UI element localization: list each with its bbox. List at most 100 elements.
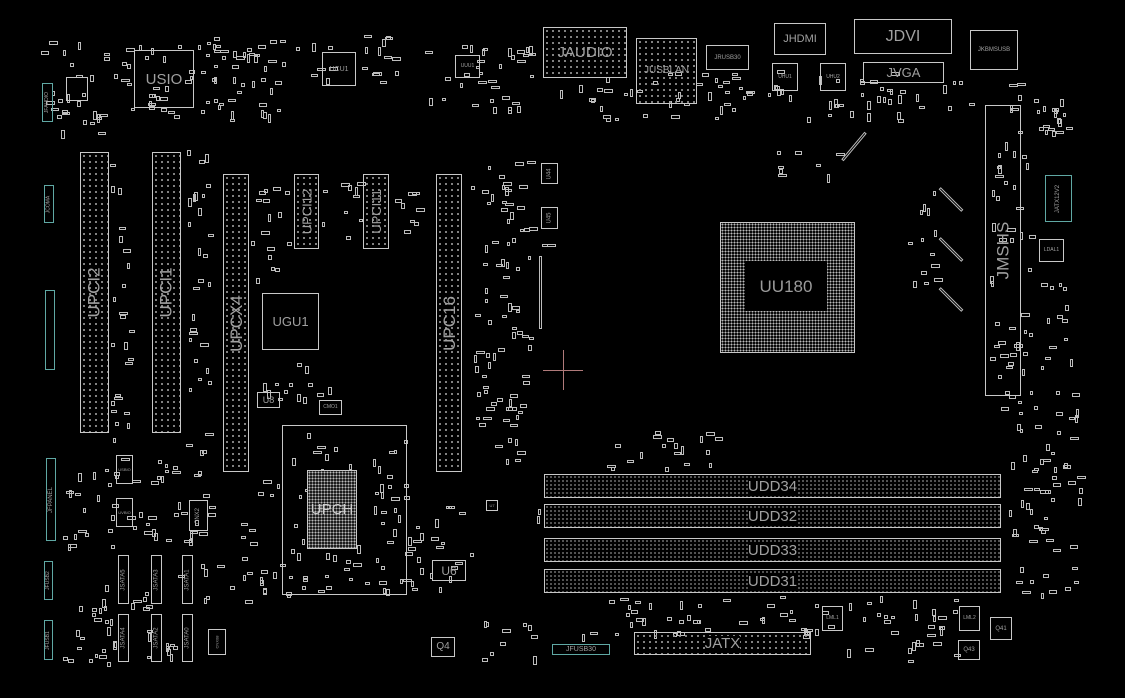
- dimm-slot-udd31[interactable]: UDD31: [544, 569, 1001, 593]
- inductor-lml1[interactable]: LML1: [822, 606, 843, 631]
- transistor-q43[interactable]: Q43: [958, 640, 980, 660]
- component-u7[interactable]: U7: [486, 500, 498, 511]
- connector-jsata4[interactable]: JSATA4: [118, 614, 129, 662]
- smd-pad: [250, 542, 258, 546]
- connector-jusblan[interactable]: JUSBLAN: [636, 38, 697, 104]
- component-cnx2[interactable]: CNX2: [189, 500, 208, 531]
- smd-pad: [278, 398, 283, 401]
- header-lpt[interactable]: [45, 290, 55, 370]
- connector-jsata3[interactable]: JSATA3: [151, 555, 162, 604]
- connector-jvga[interactable]: JVGA: [863, 62, 944, 83]
- header-jfusb2[interactable]: JFUSB2: [44, 561, 53, 600]
- connector-jatx12v2[interactable]: JATX12V2: [1045, 175, 1072, 222]
- smd-pad: [687, 615, 691, 621]
- smd-pad: [206, 596, 210, 600]
- cpu-socket-uu180[interactable]: UU180: [720, 222, 855, 353]
- smd-pad: [113, 438, 116, 443]
- smd-pad: [723, 81, 730, 84]
- smd-pad: [775, 86, 780, 90]
- smd-pad: [478, 81, 487, 84]
- smd-pad: [403, 579, 412, 582]
- connector-jsata2[interactable]: JSATA2: [151, 614, 162, 662]
- smd-pad: [517, 206, 525, 210]
- smd-pad: [166, 539, 172, 542]
- smd-pad: [202, 194, 205, 198]
- connector-jatx[interactable]: JATX: [634, 632, 811, 655]
- smd-pad: [1064, 338, 1068, 341]
- smd-pad: [198, 45, 201, 50]
- component-uvbio[interactable]: UVBIO: [116, 498, 133, 527]
- component-upch[interactable]: UPCH: [307, 470, 357, 549]
- smd-pad: [630, 89, 633, 97]
- smd-pad: [828, 625, 835, 629]
- smd-pad: [508, 407, 517, 411]
- component-jmshs[interactable]: JMSHS: [985, 105, 1021, 396]
- slot-upcx4[interactable]: UPCX4: [223, 174, 249, 472]
- header-jfaudio[interactable]: JFAUDIO: [42, 83, 53, 122]
- smd-pad: [1065, 587, 1071, 591]
- smd-pad: [527, 161, 536, 164]
- connector-jaudio[interactable]: JAUDIO: [543, 27, 627, 78]
- connector-jrusb30[interactable]: JRUSB30: [706, 45, 749, 70]
- smd-pad: [700, 436, 703, 443]
- component-ugu1[interactable]: UGU1: [262, 293, 319, 350]
- slot-upci1[interactable]: UPCI1: [152, 152, 181, 433]
- connector-jkbmsusb[interactable]: JKBMSUSB: [970, 30, 1018, 70]
- component-uhu1[interactable]: UHU1: [772, 63, 798, 91]
- smd-pad: [398, 515, 401, 523]
- smd-pad: [516, 415, 519, 420]
- smd-pad: [232, 65, 239, 69]
- dimm-slot-udd34[interactable]: UDD34: [544, 474, 1001, 498]
- connector-jsata1[interactable]: JSATA1: [182, 555, 193, 604]
- connector-jhdmi[interactable]: JHDMI: [774, 23, 826, 55]
- inductor-lml2[interactable]: LML2: [959, 606, 980, 631]
- component-uuu1[interactable]: UUU1: [455, 55, 480, 78]
- smd-pad: [123, 249, 131, 253]
- connector-jsata0[interactable]: JSATA0: [182, 614, 193, 662]
- slot-upci2[interactable]: UPCI2: [80, 152, 109, 433]
- header-jcoma[interactable]: JCOMA: [44, 185, 54, 223]
- smd-pad: [268, 114, 271, 123]
- component-cnx08[interactable]: CNX08: [208, 629, 226, 655]
- connector-jsata5[interactable]: JSATA5: [118, 555, 129, 604]
- header-jfusb30[interactable]: JFUSB30: [552, 644, 610, 655]
- slot-upc16[interactable]: UPC16: [436, 174, 462, 472]
- component-u8[interactable]: U8: [257, 392, 280, 408]
- component-usio[interactable]: USIO: [134, 50, 194, 108]
- smd-pad: [497, 398, 503, 402]
- slot-upci12[interactable]: UPCI12: [294, 174, 319, 249]
- smd-pad: [496, 264, 503, 267]
- smd-pad: [280, 564, 286, 567]
- dimm-slot-udd32[interactable]: UDD32: [544, 504, 1001, 528]
- smd-pad: [490, 99, 494, 103]
- smd-pad: [697, 620, 701, 624]
- smd-pad: [507, 242, 510, 246]
- component-q4[interactable]: Q4: [431, 637, 455, 657]
- component-label: JSATA1: [184, 568, 191, 591]
- smd-pad: [166, 646, 170, 649]
- connector-jdvi[interactable]: JDVI: [854, 19, 952, 54]
- smd-pad: [1026, 503, 1030, 510]
- component-ucu1[interactable]: UCU1: [322, 52, 356, 86]
- component-ldal1[interactable]: LDAL1: [1039, 239, 1064, 262]
- header-jfpanel[interactable]: JFPANEL: [46, 458, 56, 541]
- smd-pad: [839, 104, 844, 107]
- slot-upci11[interactable]: UPCI11: [363, 174, 389, 249]
- smd-pad: [267, 390, 271, 399]
- smd-pad: [349, 464, 352, 470]
- smd-pad: [479, 423, 486, 427]
- component-u44[interactable]: U44: [541, 163, 558, 184]
- smd-pad: [214, 99, 218, 103]
- dimm-slot-udd33[interactable]: UDD33: [544, 538, 1001, 562]
- component-u45[interactable]: U45: [541, 207, 558, 229]
- component-cmo1[interactable]: CMO1: [319, 400, 342, 415]
- component-chip[interactable]: [66, 77, 88, 101]
- component-uhu2[interactable]: UHU2: [820, 63, 846, 91]
- component-u6[interactable]: U6: [432, 560, 466, 581]
- component-usbio[interactable]: USBIO: [116, 455, 133, 484]
- header-jfusb1[interactable]: JFUSB1: [44, 620, 53, 660]
- smd-pad: [1070, 545, 1078, 549]
- transistor-q41[interactable]: Q41: [990, 617, 1012, 640]
- smd-pad: [1029, 333, 1033, 337]
